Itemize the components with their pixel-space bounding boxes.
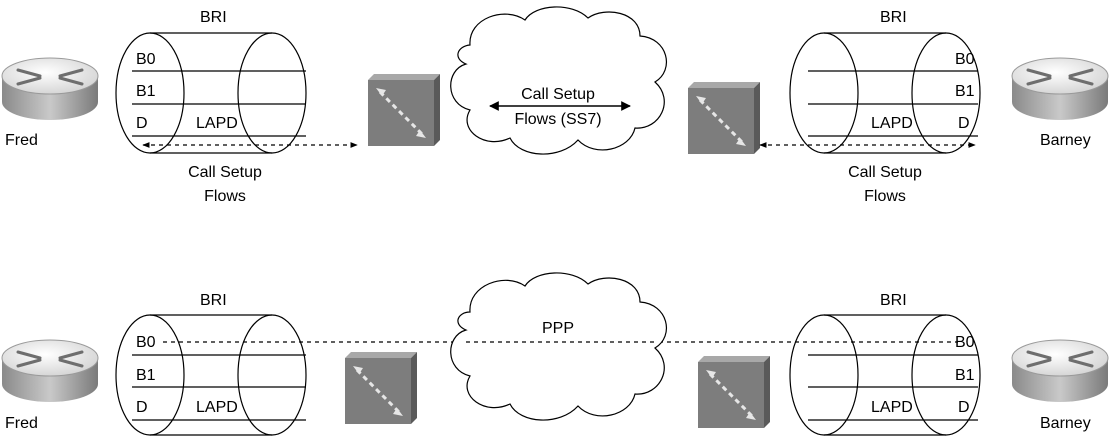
channel-d-label: D	[958, 399, 970, 416]
lapd-label: LAPD	[871, 115, 913, 132]
router-icon	[1011, 339, 1109, 402]
channel-d-label: D	[136, 115, 148, 132]
isdn-switch-icon	[345, 352, 417, 424]
channel-b1-label: B1	[955, 83, 975, 100]
bri-title: BRI	[880, 9, 907, 26]
router-icon	[1, 339, 99, 402]
isdn-switch-icon	[698, 356, 770, 428]
lapd-label: LAPD	[196, 115, 238, 132]
lapd-label: LAPD	[871, 399, 913, 416]
channel-b1-label: B1	[136, 367, 156, 384]
channel-d-label: D	[136, 399, 148, 416]
channel-b1-label: B1	[136, 83, 156, 100]
cloud-call-setup-label: Call Setup	[521, 86, 595, 103]
flows-label: Flows	[204, 188, 246, 205]
network-cloud-icon	[450, 6, 668, 155]
router-label-barney: Barney	[1040, 132, 1091, 149]
router-label-fred: Fred	[5, 132, 38, 149]
channel-b0-label: B0	[955, 334, 975, 351]
bottom-scenario: Fred BRI B0 B1 D LAPD	[1, 272, 1109, 436]
bri-title: BRI	[200, 292, 227, 309]
channel-b0-label: B0	[136, 51, 156, 68]
channel-d-label: D	[958, 115, 970, 132]
call-setup-label: Call Setup	[188, 164, 262, 181]
bri-pipe-left	[115, 314, 307, 436]
channel-b0-label: B0	[955, 51, 975, 68]
bri-pipe-right	[789, 32, 981, 154]
lapd-label: LAPD	[196, 399, 238, 416]
router-icon	[1, 57, 99, 120]
ppp-label: PPP	[542, 320, 574, 337]
router-label-fred: Fred	[5, 415, 38, 432]
network-cloud-icon	[450, 272, 668, 421]
isdn-switch-icon	[368, 74, 440, 146]
bri-title: BRI	[200, 9, 227, 26]
bri-pipe-left	[115, 32, 307, 154]
call-setup-label: Call Setup	[848, 164, 922, 181]
cloud-flows-ss7-label: Flows (SS7)	[514, 111, 601, 128]
flows-label: Flows	[864, 188, 906, 205]
channel-b0-label: B0	[136, 334, 156, 351]
router-icon	[1011, 57, 1109, 120]
bri-pipe-right	[789, 314, 981, 436]
bri-title: BRI	[880, 292, 907, 309]
channel-b1-label: B1	[955, 367, 975, 384]
router-label-barney: Barney	[1040, 415, 1091, 432]
top-scenario: Fred BRI B0 B1 D LAPD Call Setup Flows	[1, 6, 1109, 205]
isdn-switch-icon	[688, 82, 760, 154]
